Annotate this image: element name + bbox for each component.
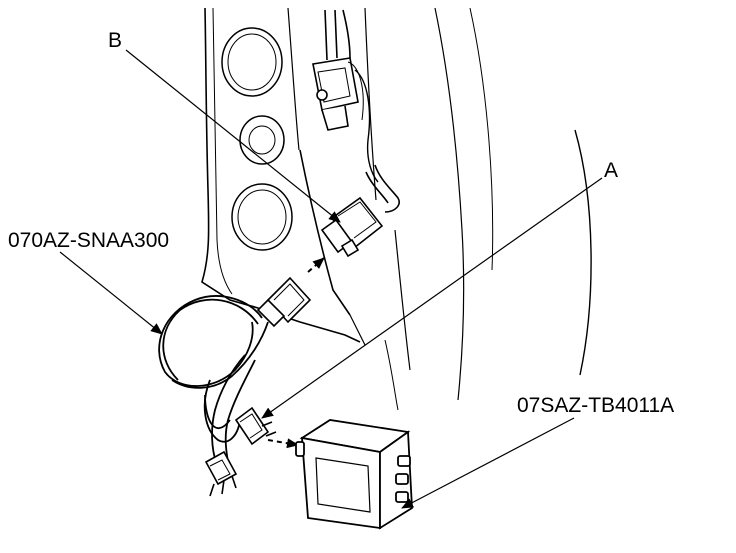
connection-arrows: [267, 257, 325, 449]
adapter-harness-coil: [158, 295, 269, 463]
tester-box-part-number: 07SAZ-TB4011A: [517, 394, 675, 417]
tester-box: [295, 419, 413, 530]
sensor-module: [312, 9, 379, 183]
vehicle-harness: [365, 164, 400, 213]
callout-b-label: B: [108, 29, 123, 52]
adapter-connector-upper: [256, 276, 312, 328]
adapter-plug-a: [234, 406, 277, 446]
connector-b: [320, 196, 384, 258]
callout-a-label: A: [604, 159, 619, 182]
adapter-harness-part-number: 070AZ-SNAA300: [8, 229, 170, 252]
leader-lines: [59, 49, 603, 509]
panel-holes: [221, 27, 293, 251]
power-plug: [204, 450, 238, 497]
body-panel: [201, 7, 592, 411]
